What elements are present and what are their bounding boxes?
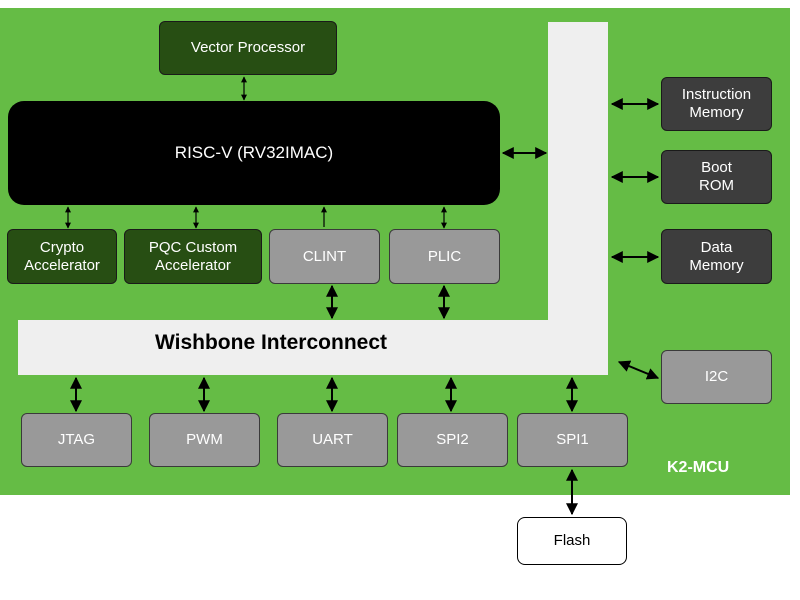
- uart-block[interactable]: UART: [277, 413, 388, 467]
- data-memory-block[interactable]: Data Memory: [661, 229, 772, 284]
- riscv-core-block[interactable]: RISC-V (RV32IMAC): [8, 101, 500, 205]
- crypto-accelerator-block[interactable]: Crypto Accelerator: [7, 229, 117, 284]
- flash-block[interactable]: Flash: [517, 517, 627, 565]
- i2c-block[interactable]: I2C: [661, 350, 772, 404]
- k2-mcu-label: K2-MCU: [667, 459, 730, 476]
- plic-block[interactable]: PLIC: [389, 229, 500, 284]
- interconnect-vertical-bus: [548, 22, 608, 322]
- spi2-block[interactable]: SPI2: [397, 413, 508, 467]
- wishbone-interconnect-label: Wishbone Interconnect: [155, 331, 387, 354]
- wishbone-interconnect: [18, 320, 608, 375]
- pwm-block[interactable]: PWM: [149, 413, 260, 467]
- boot-rom-block[interactable]: Boot ROM: [661, 150, 772, 204]
- jtag-block[interactable]: JTAG: [21, 413, 132, 467]
- clint-block[interactable]: CLINT: [269, 229, 380, 284]
- spi1-block[interactable]: SPI1: [517, 413, 628, 467]
- vector-processor-block[interactable]: Vector Processor: [159, 21, 337, 75]
- pqc-accelerator-block[interactable]: PQC Custom Accelerator: [124, 229, 262, 284]
- arrow-bus-i2c: [617, 360, 660, 380]
- instruction-memory-block[interactable]: Instruction Memory: [661, 77, 772, 131]
